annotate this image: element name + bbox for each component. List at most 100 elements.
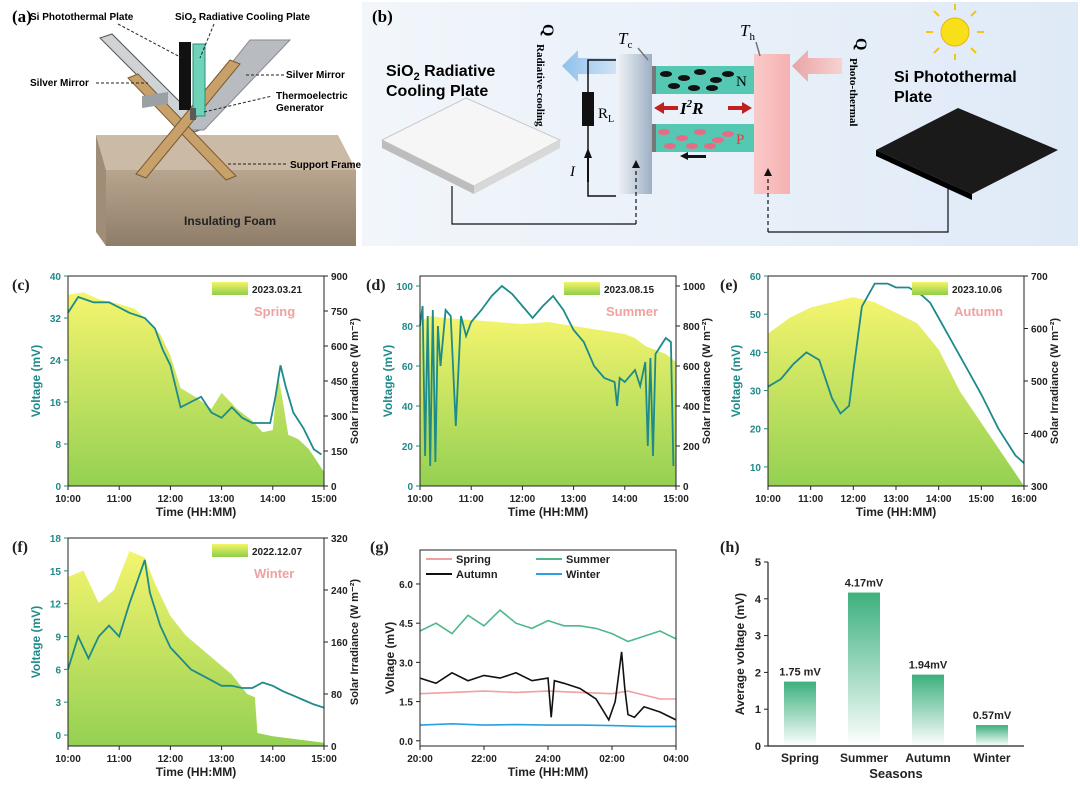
y-tick-label-left-f: 18 <box>50 534 62 545</box>
teg-leader <box>203 95 273 113</box>
x-axis-label-g: Time (HH:MM) <box>508 765 588 779</box>
voltage-line-d <box>419 284 675 467</box>
n-leg-cold-contact <box>652 66 656 94</box>
y-axis-label-g: Voltage (mV) <box>383 622 397 694</box>
panel-label-f: (f) <box>12 539 28 556</box>
y-tick-label-right-e: 300 <box>1031 482 1048 493</box>
y-tick-label-left-f: 12 <box>50 600 62 611</box>
th-label: Th <box>740 21 755 43</box>
si-photothermal-plate <box>179 42 191 110</box>
x-tick-label-g: 24:00 <box>535 754 561 765</box>
y-tick-label-right-f: 160 <box>331 638 348 649</box>
cold-side-block <box>616 54 652 194</box>
rl-label: RL <box>598 106 614 125</box>
silver-mirror-left-label: Silver Mirror <box>30 78 89 89</box>
p-label: P <box>736 132 744 148</box>
legend-label-f: 2022.12.07 <box>252 547 302 558</box>
current-label: I <box>569 164 576 180</box>
support-frame-bar-b <box>135 59 241 179</box>
voltage-line-e <box>767 282 1025 464</box>
panel-h: 1.75 mVSpring4.17mVSummer1.94mVAutumn0.5… <box>720 539 1024 781</box>
sio2-plate-edge <box>382 140 474 194</box>
y-tick-label-left-c: 24 <box>50 356 62 367</box>
y-tick-label-g: 1.5 <box>399 698 413 709</box>
x-tick-label-g: 02:00 <box>599 754 625 765</box>
legend-label-c: 2023.03.21 <box>252 285 302 296</box>
series-line-spring <box>419 690 676 700</box>
y-tick-label-left-e: 60 <box>750 272 762 283</box>
x-tick-label-e: 12:00 <box>841 494 867 505</box>
y-tick-label-right-c: 300 <box>331 412 348 423</box>
x-tick-label-c: 15:00 <box>311 494 337 505</box>
x-tick-label-h: Spring <box>781 751 819 765</box>
x-tick-label-e: 10:00 <box>755 494 781 505</box>
bar-spring <box>784 681 816 746</box>
y-tick-label-right-c: 600 <box>331 342 348 353</box>
tc-label: Tc <box>618 29 632 51</box>
support-frame-label: Support Frame <box>290 160 362 171</box>
joule-arrow-right <box>728 102 752 114</box>
y-tick-label-right-f: 0 <box>331 742 337 753</box>
y-tick-label-g: 0.0 <box>399 737 413 748</box>
season-label-e: Autumn <box>954 304 1003 319</box>
y-tick-label-right-d: 1000 <box>683 282 706 293</box>
y-tick-label-right-c: 750 <box>331 307 348 318</box>
teg-label-line1: Thermoelectric <box>276 91 348 102</box>
y-tick-label-right-c: 0 <box>331 482 337 493</box>
bar-value-label-summer: 4.17mV <box>845 578 884 590</box>
x-tick-label-g: 04:00 <box>663 754 689 765</box>
x-tick-label-e: 13:00 <box>883 494 909 505</box>
y-tick-label-right-f: 80 <box>331 690 343 701</box>
legend-label-autumn: Autumn <box>456 569 498 581</box>
x-tick-label-c: 10:00 <box>55 494 81 505</box>
y-tick-label-right-d: 200 <box>683 442 700 453</box>
legend-label-summer: Summer <box>566 554 611 566</box>
thermoelectric-generator <box>190 108 196 120</box>
y-tick-label-h: 5 <box>755 557 761 569</box>
y-tick-label-left-c: 40 <box>50 272 62 283</box>
x-tick-label-f: 13:00 <box>209 754 235 765</box>
y-axis-label-h: Average voltage (mV) <box>733 593 747 715</box>
series-line-summer <box>419 609 677 643</box>
x-tick-label-d: 14:00 <box>612 494 638 505</box>
si-title-line1: Si Photothermal <box>894 69 1017 86</box>
y-tick-label-left-d: 100 <box>396 282 413 293</box>
y-tick-label-left-c: 16 <box>50 398 62 409</box>
y-tick-label-right-e: 400 <box>1031 430 1048 441</box>
y-tick-label-h: 4 <box>755 594 762 606</box>
season-label-d: Summer <box>606 304 658 319</box>
th-pointer <box>755 41 761 57</box>
y-tick-label-g: 6.0 <box>399 580 413 591</box>
n-label: N <box>736 74 747 90</box>
bar-value-label-spring: 1.75 mV <box>779 667 821 679</box>
si-title-line2: Plate <box>894 89 932 106</box>
si-plate-leader <box>117 23 183 59</box>
legend-label-spring: Spring <box>456 554 491 566</box>
legend-label-d: 2023.08.15 <box>604 285 654 296</box>
x-tick-label-d: 10:00 <box>407 494 433 505</box>
legend-swatch-c <box>212 282 248 295</box>
y-tick-label-left-e: 10 <box>750 463 762 474</box>
panel-a: (a) Insulating Foam Si Photothermal Plat… <box>12 7 362 246</box>
y-tick-label-left-f: 9 <box>55 633 61 644</box>
irradiance-area-f <box>68 551 324 746</box>
x-tick-label-g: 20:00 <box>407 754 433 765</box>
panel-label-e: (e) <box>720 277 738 294</box>
y-axis-label-right-c: Solar irradiance (W m⁻²) <box>349 318 361 445</box>
si-plate-3d <box>876 108 1058 194</box>
p-leg-cold-contact <box>652 124 656 152</box>
y-axis-label-right-d: Solar Irradiance (W m⁻²) <box>701 318 713 445</box>
current-arrow-bottom <box>680 152 706 160</box>
y-tick-label-left-f: 0 <box>55 731 61 742</box>
sio2-plate-edge-right <box>474 140 560 194</box>
panel-a-label: (a) <box>12 7 32 26</box>
bar-value-label-winter: 0.57mV <box>973 710 1012 722</box>
x-tick-label-f: 10:00 <box>55 754 81 765</box>
y-tick-label-h: 3 <box>755 631 761 643</box>
y-tick-label-right-e: 600 <box>1031 325 1048 336</box>
bar-summer <box>848 592 880 746</box>
sio2-title-line2: Cooling Plate <box>386 83 488 100</box>
si-connector <box>768 184 949 233</box>
y-tick-label-right-c: 150 <box>331 447 348 458</box>
